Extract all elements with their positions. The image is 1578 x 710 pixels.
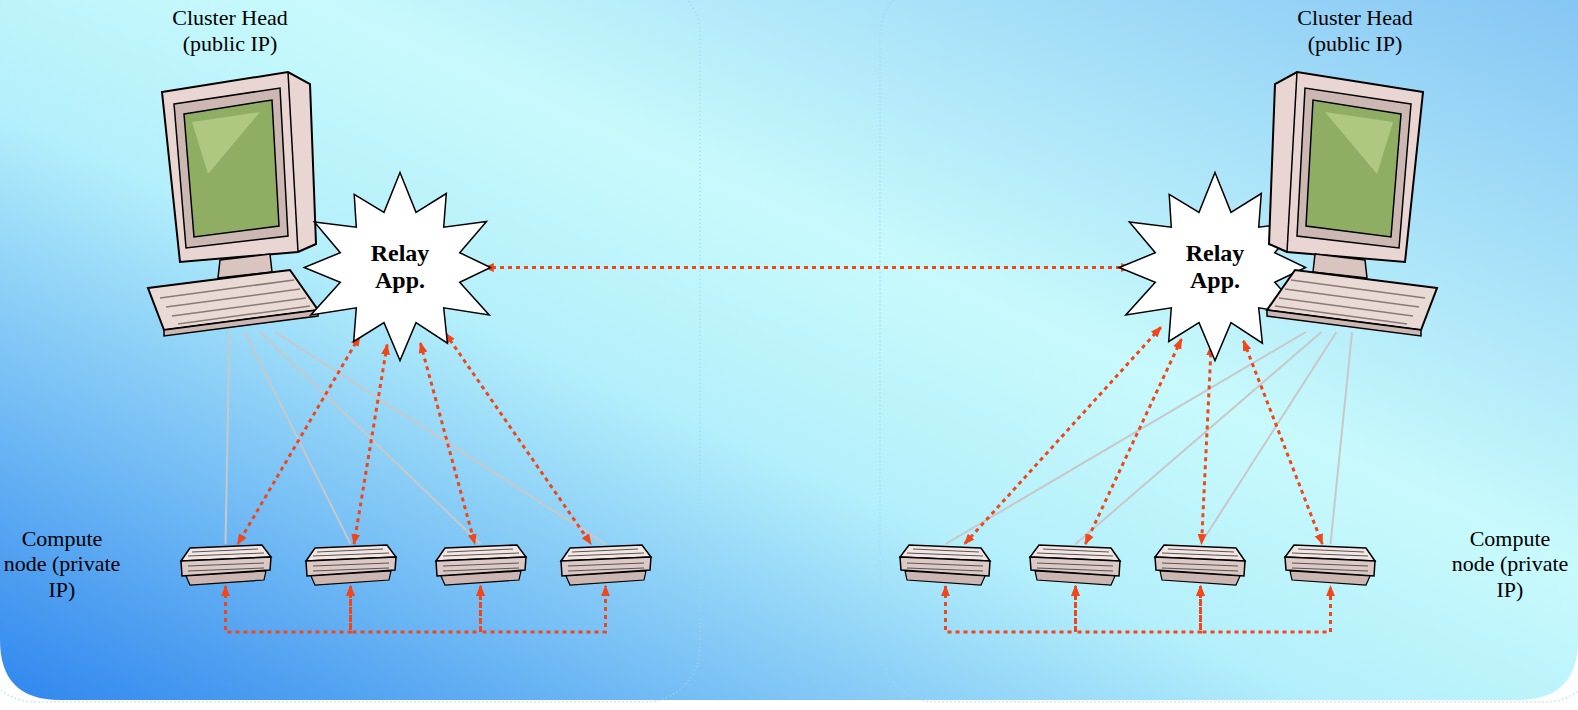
bus-link [946,586,1076,632]
cluster-region [0,0,700,702]
relay-link [1085,339,1181,544]
cluster-region [880,0,1578,702]
compute-node [1153,544,1248,586]
bus-link [351,586,481,632]
computer-icon [1265,62,1445,337]
compute-node: Compute node (private IP) [1283,544,1378,586]
shape-holder [1028,544,1123,586]
compute-node-icon [1153,544,1248,586]
compute-node [433,544,528,586]
bus-link [226,586,351,632]
shape-holder [433,544,528,586]
node-label: Cluster Head (public IP) [1280,5,1430,56]
node-label: Cluster Head (public IP) [155,5,305,56]
wiring-line [1201,332,1337,544]
relay-link [238,336,360,544]
compute-node [303,544,398,586]
shape-holder [140,62,320,337]
relay-link [484,266,1131,269]
node-label: Relay App. [1175,240,1255,295]
compute-node-icon [558,544,653,586]
compute-node [558,544,653,586]
wiring-line [275,332,605,544]
relay-link [445,333,591,544]
shape-holder [898,544,993,586]
shape-holder [1265,62,1445,337]
relay-link [1243,341,1322,544]
cluster-head: Cluster Head (public IP) [1265,62,1445,337]
shape-holder [558,544,653,586]
compute-node-icon [1028,544,1123,586]
relay-link [965,327,1161,544]
shape-holder [303,544,398,586]
computer-icon [140,62,320,337]
shape-holder [1283,544,1378,586]
wiring-line [1331,332,1353,544]
compute-node: Compute node (private IP) [178,544,273,586]
compute-node-icon [433,544,528,586]
compute-node-icon [898,544,993,586]
relay-link [420,343,474,544]
wiring-line [1076,332,1322,544]
node-label: Compute node (private IP) [3,526,121,602]
shape-holder [178,544,273,586]
relay-app: Relay App. [295,170,505,365]
relay-link [1202,345,1212,544]
wiring-line [244,332,350,544]
shape-holder [1153,544,1248,586]
bus-link [1201,586,1331,632]
compute-node-icon [1283,544,1378,586]
node-label: Compute node (private IP) [1451,526,1569,602]
wiring-line [226,332,230,544]
bus-link [1076,586,1201,632]
node-label: Relay App. [360,240,440,295]
compute-node-icon [178,544,273,586]
compute-node-icon [303,544,398,586]
bus-link [481,586,606,632]
relay-link [354,345,387,544]
cluster-head: Cluster Head (public IP) [140,62,320,337]
wiring-line [260,332,480,544]
compute-node [898,544,993,586]
compute-node [1028,544,1123,586]
